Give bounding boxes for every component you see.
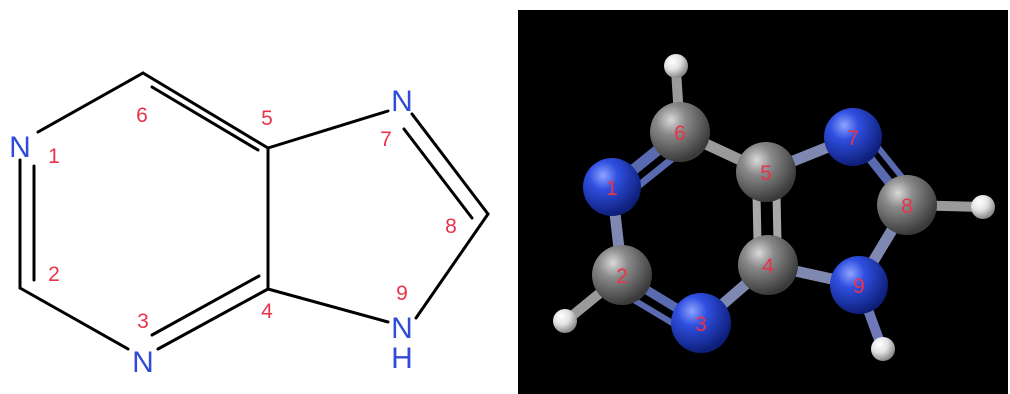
atom-c4 [738, 235, 798, 295]
bond-n3-c2 [18, 286, 130, 351]
bond-c6-c5-inner [150, 85, 260, 152]
model-locant-7: 7 [847, 127, 859, 150]
atom-h8 [971, 195, 995, 219]
locant-5: 5 [261, 107, 273, 130]
bond-n9-c4 [266, 287, 390, 324]
atom-n1 [583, 158, 641, 216]
locants-2d: 1 2 3 4 5 6 7 8 9 [48, 104, 457, 333]
model-locant-1: 1 [606, 177, 618, 200]
atom-label-h9: H [391, 342, 413, 375]
skeletal-structure-panel: N N N N H 1 2 3 4 5 6 7 8 9 [9, 71, 490, 379]
atom-h6 [664, 54, 688, 78]
bonds-2d [18, 71, 490, 351]
bond-c4-n3 [156, 287, 270, 351]
balls-3d [553, 54, 995, 361]
atom-c2 [592, 245, 652, 305]
atom-n9 [830, 256, 888, 314]
bond-c8-n9 [414, 212, 490, 320]
model-locant-6: 6 [674, 122, 686, 145]
locant-8: 8 [445, 215, 457, 238]
bond-c5-n7 [266, 109, 390, 150]
atom-label-n3: N [132, 346, 154, 379]
atom-h2 [553, 309, 577, 333]
locant-1: 1 [48, 145, 60, 168]
bond-c6-c5 [141, 71, 270, 150]
locant-4: 4 [261, 300, 273, 323]
bond-n7-c8 [410, 112, 490, 216]
locant-7: 7 [380, 128, 392, 151]
atom-label-n7: N [391, 85, 413, 118]
bond-n1-c6 [36, 71, 145, 134]
atom-c5 [736, 142, 796, 202]
bond-c4-n3-inner [150, 274, 261, 337]
model-locant-3: 3 [695, 313, 707, 336]
model-locant-4: 4 [762, 255, 774, 278]
atom-h9 [871, 337, 895, 361]
model-locant-5: 5 [760, 162, 772, 185]
locants-3d: 1 2 3 4 5 6 7 8 9 [606, 122, 913, 336]
atom-c6 [650, 102, 710, 162]
atom-n3 [671, 293, 731, 353]
model-locant-9: 9 [853, 275, 865, 298]
bond-n7-c8-inner [402, 127, 474, 220]
locant-2: 2 [48, 263, 60, 286]
atom-c8 [877, 175, 937, 235]
atom-n7 [824, 108, 882, 166]
atom-label-n9: N [391, 312, 413, 345]
model-locant-8: 8 [901, 195, 913, 218]
model-locant-2: 2 [616, 265, 628, 288]
locant-3: 3 [137, 310, 149, 333]
locant-6: 6 [136, 104, 148, 127]
atom-label-n1: N [9, 131, 31, 164]
locant-9: 9 [396, 282, 408, 305]
atom-labels-2d: N N N N H [9, 85, 413, 379]
